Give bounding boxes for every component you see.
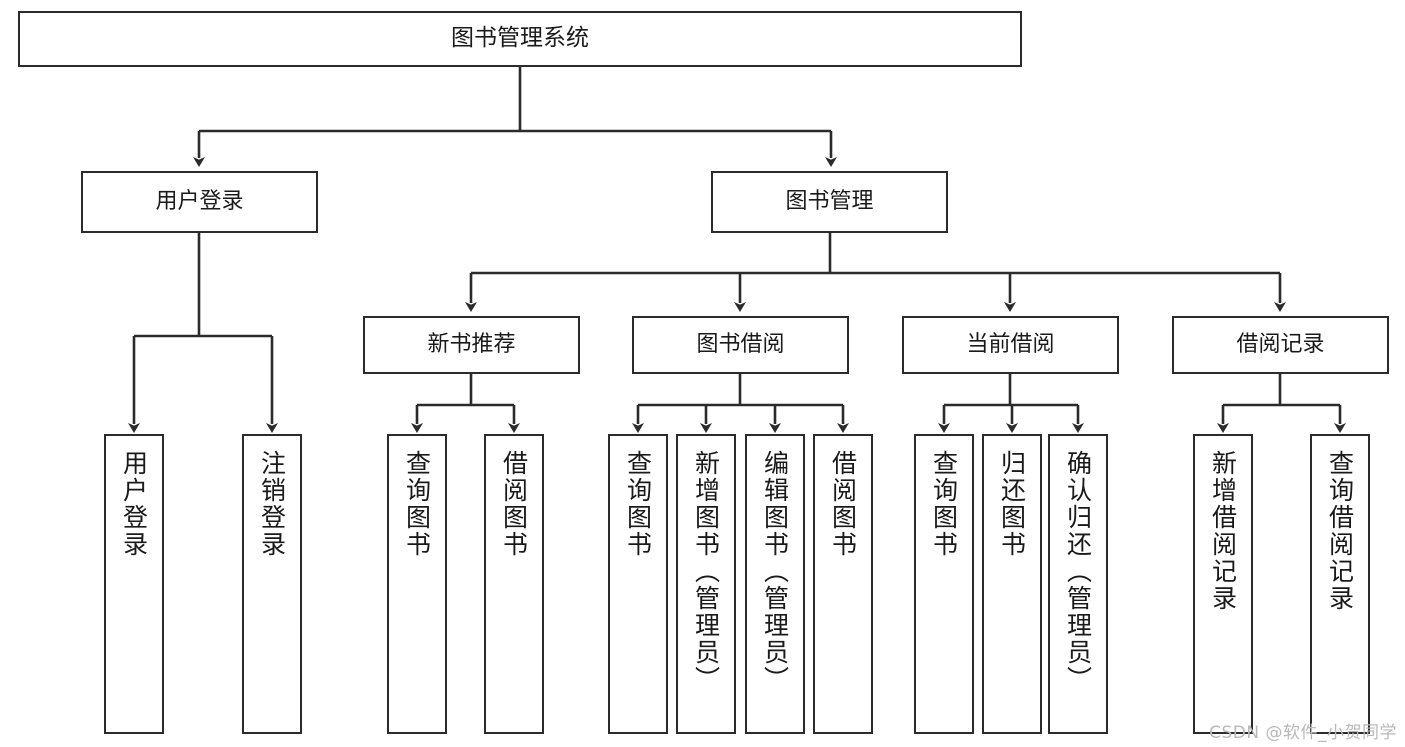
node-new-book-recommend[interactable]: 新书推荐 [363,316,580,374]
node-user-login-label: 用户登录 [155,189,244,215]
leaf-borrow-book-label: 借阅图书 [828,450,858,558]
leaf-query-book-borrow[interactable]: 查询图书 [608,434,668,734]
leaf-confirm-return-admin-label: 确认归还（管理员） [1063,450,1093,693]
leaf-query-borrow-record-label: 查询借阅记录 [1325,450,1355,612]
node-current-borrow[interactable]: 当前借阅 [902,316,1119,374]
node-book-borrow[interactable]: 图书借阅 [632,316,849,374]
leaf-borrow-book-recommend[interactable]: 借阅图书 [484,434,544,734]
node-book-management-label: 图书管理 [785,189,874,215]
watermark-text: CSDN @软件_小贺同学 [1209,723,1397,743]
leaf-return-book-label: 归还图书 [997,450,1027,558]
node-new-book-recommend-label: 新书推荐 [427,332,516,358]
node-root-system-label: 图书管理系统 [451,25,589,52]
node-book-borrow-label: 图书借阅 [696,332,785,358]
leaf-confirm-return-admin[interactable]: 确认归还（管理员） [1048,434,1108,734]
leaf-add-book-admin-label: 新增图书（管理员） [691,450,721,693]
node-current-borrow-label: 当前借阅 [966,332,1055,358]
leaf-query-book-recommend[interactable]: 查询图书 [387,434,447,734]
leaf-query-book-current-label: 查询图书 [929,450,959,558]
node-root-system[interactable]: 图书管理系统 [18,11,1022,67]
node-user-login[interactable]: 用户登录 [81,171,318,233]
leaf-query-borrow-record[interactable]: 查询借阅记录 [1310,434,1370,734]
leaf-user-login[interactable]: 用户登录 [104,434,164,734]
leaf-query-book-borrow-label: 查询图书 [623,450,653,558]
node-borrow-record[interactable]: 借阅记录 [1172,316,1389,374]
leaf-query-book-recommend-label: 查询图书 [402,450,432,558]
leaf-logout-label: 注销登录 [257,450,287,558]
leaf-return-book[interactable]: 归还图书 [982,434,1042,734]
leaf-add-borrow-record[interactable]: 新增借阅记录 [1193,434,1253,734]
leaf-user-login-label: 用户登录 [119,450,149,558]
leaf-logout[interactable]: 注销登录 [242,434,302,734]
leaf-edit-book-admin[interactable]: 编辑图书（管理员） [745,434,805,734]
leaf-edit-book-admin-label: 编辑图书（管理员） [760,450,790,693]
leaf-add-book-admin[interactable]: 新增图书（管理员） [676,434,736,734]
node-book-management[interactable]: 图书管理 [711,171,948,233]
leaf-borrow-book-recommend-label: 借阅图书 [499,450,529,558]
leaf-query-book-current[interactable]: 查询图书 [914,434,974,734]
leaf-borrow-book[interactable]: 借阅图书 [813,434,873,734]
leaf-add-borrow-record-label: 新增借阅记录 [1208,450,1238,612]
node-borrow-record-label: 借阅记录 [1236,332,1325,358]
